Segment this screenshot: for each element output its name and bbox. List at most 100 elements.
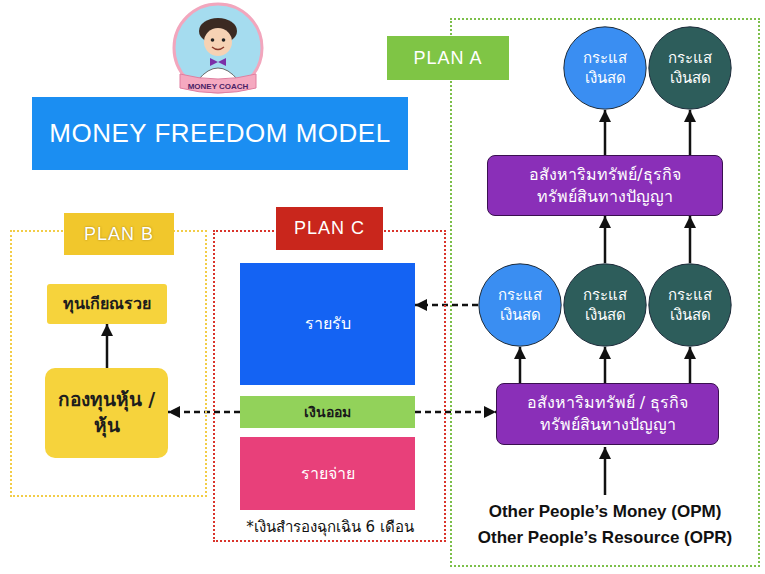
plan-tag: PLAN C — [276, 207, 383, 250]
text-segment: กระแส — [583, 286, 627, 304]
flow-arrow — [689, 110, 692, 155]
text-segment: PLAN — [294, 218, 345, 238]
source-label: Other People’s Money (OPM) — [489, 502, 722, 522]
node-text: ทุนเกียณรวย — [63, 293, 151, 315]
goal-box: ทุนเกียณรวย — [47, 284, 167, 324]
node-text: กระแส เงินสด — [572, 285, 638, 326]
text-segment: รายจ่าย — [301, 464, 355, 483]
flow-arrow — [689, 347, 692, 383]
circle-outline — [478, 263, 562, 347]
flow-arrow — [519, 347, 522, 383]
text-segment: หุ้น — [94, 414, 120, 436]
text-segment: รายรับ — [305, 314, 351, 333]
label-box: Other People’s Money (OPM) — [489, 502, 722, 522]
logo — [174, 4, 262, 93]
text-segment: ทุนเกียณรวย — [63, 294, 151, 313]
logo-face — [204, 28, 232, 56]
node-text: รายจ่าย — [301, 463, 355, 485]
text-segment: B — [141, 224, 154, 244]
plan-region: PLAN Cรายรับเงินออมรายจ่าย — [215, 232, 444, 540]
text-segment: ทรัพย์สินทางปัญญา — [537, 187, 673, 206]
text-segment: / — [640, 393, 645, 412]
flow-arrow — [604, 110, 607, 155]
node-text: กระแส เงินสด — [657, 285, 723, 326]
text-segment: กองทุนหุ้น — [58, 388, 142, 410]
footnote: *เงินสำรองฉุกเฉิน 6 เดือน — [246, 518, 414, 536]
circle-shape — [479, 264, 561, 346]
flow-arrow — [415, 304, 478, 307]
cashflow-circle: กระแส เงินสด — [563, 26, 647, 110]
node-text: กระแส เงินสด — [572, 48, 638, 89]
text-segment: อสังหาริมทรัพย์/ธุรกิจ — [529, 165, 680, 184]
circle-outline — [563, 263, 647, 347]
node-text: รายรับ — [305, 313, 351, 335]
text-segment: กระแส — [498, 286, 542, 304]
circle-shape — [564, 27, 646, 109]
asset-box: อสังหาริมทรัพย์/ธุรกิจ ทรัพย์สินทางปัญญา — [487, 155, 723, 216]
circle-shape — [649, 264, 731, 346]
flow-arrow — [604, 216, 607, 263]
text-segment: A — [470, 48, 483, 68]
flow-arrow — [689, 216, 692, 263]
text-segment: เงินสด — [670, 306, 711, 324]
source-arrow — [604, 447, 607, 495]
logo-eye — [222, 38, 226, 42]
circle-shape — [564, 264, 646, 346]
text-segment: PLAN — [413, 48, 464, 68]
node-text: อสังหาริมทรัพย์/ธุรกิจ ทรัพย์สินทางปัญญา — [493, 164, 717, 207]
cashflow-circle: กระแส เงินสด — [478, 263, 562, 347]
logo-disc — [174, 4, 262, 92]
logo-bowtie — [210, 58, 226, 66]
circle-shape — [649, 27, 731, 109]
label-box: MONEY COACH — [188, 74, 249, 93]
text-segment: เงินออม — [304, 404, 351, 420]
fund-box: กองทุนหุ้น / หุ้น — [45, 368, 168, 458]
cashflow-circle: กระแส เงินสด — [648, 263, 732, 347]
flow-arrow — [415, 411, 496, 414]
node-text: PLAN C — [294, 216, 365, 240]
text-segment: กระแส — [583, 49, 627, 67]
text-segment: เงินสด — [585, 306, 626, 324]
text-segment: อสังหาริมทรัพย์ — [527, 393, 635, 412]
plan-tag: PLAN A — [387, 36, 509, 80]
asset-box: อสังหาริมทรัพย์ / ธุรกิจ ทรัพย์สินทางปัญ… — [496, 383, 719, 445]
flow-arrow — [604, 347, 607, 383]
circle-outline — [563, 26, 647, 110]
cashflow-circle: กระแส เงินสด — [563, 263, 647, 347]
circle-outline — [648, 26, 732, 110]
savings-band: เงินออม — [240, 396, 415, 428]
text-segment: C — [351, 218, 365, 238]
flow-arrow — [106, 324, 109, 368]
node-text: เงินออม — [304, 403, 351, 422]
income-box: รายรับ — [240, 263, 415, 385]
cashflow-circle: กระแส เงินสด — [648, 26, 732, 110]
node-text: PLAN B — [84, 222, 154, 246]
text-segment: เงินสด — [585, 69, 626, 87]
node-text: PLAN A — [413, 46, 482, 70]
node-text: กระแส เงินสด — [487, 285, 553, 326]
node-text: อสังหาริมทรัพย์ / ธุรกิจ ทรัพย์สินทางปัญ… — [502, 392, 713, 435]
text-segment: เงินสด — [500, 306, 541, 324]
plan-tag: PLAN B — [64, 213, 174, 255]
logo-ribbon — [180, 74, 256, 93]
text-segment: ธุรกิจ — [650, 393, 688, 412]
logo-eye — [211, 38, 215, 42]
label-box: *เงินสำรองฉุกเฉิน 6 เดือน — [246, 517, 414, 536]
text-segment: PLAN — [84, 224, 135, 244]
title-band: MONEY FREEDOM MODEL — [32, 97, 408, 170]
text-segment: กระแส — [668, 49, 712, 67]
plan-region: PLAN Bทุนเกียณรวยกองทุนหุ้น / หุ้น — [12, 232, 205, 495]
text-segment: เงินสด — [670, 69, 711, 87]
circle-outline — [648, 263, 732, 347]
flow-arrow — [168, 411, 240, 414]
source-label: Other People’s Resource (OPR) — [478, 528, 732, 548]
label-box: Other People’s Resource (OPR) — [478, 528, 732, 548]
logo-text: MONEY COACH — [188, 82, 249, 92]
text-segment: / — [148, 388, 155, 410]
node-text: กองทุนหุ้น / หุ้น — [58, 387, 156, 438]
node-text: กระแส เงินสด — [657, 48, 723, 89]
text-segment: ทรัพย์สินทางปัญญา — [540, 415, 676, 434]
text-segment: กระแส — [668, 286, 712, 304]
plan-region: PLAN Aกระแส เงินสดกระแส เงินสดอสังหาริมท… — [452, 20, 758, 565]
